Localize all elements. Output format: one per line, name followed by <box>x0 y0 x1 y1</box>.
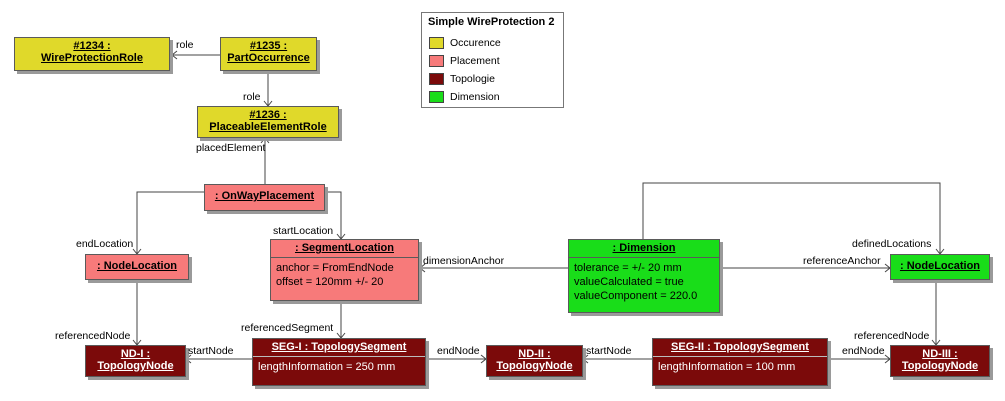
object-node-nd2[interactable]: ND-II : TopologyNode <box>486 345 583 377</box>
legend-item-placement: Placement <box>429 54 500 68</box>
object-segment-location[interactable]: : SegmentLocation anchor = FromEndNode o… <box>270 239 419 301</box>
role-label: definedLocations <box>852 238 932 250</box>
object-title: : Dimension <box>612 242 676 254</box>
arrowhead <box>582 354 589 364</box>
object-dimension[interactable]: : Dimension tolerance = +/- 20 mm valueC… <box>568 239 720 313</box>
object-title: : SegmentLocation <box>294 242 394 254</box>
object-title: : NodeLocation <box>899 260 981 272</box>
attr-length-information: lengthInformation = 250 mm <box>258 361 396 373</box>
role-label: placedElement <box>196 142 266 154</box>
object-id: ND-III : <box>922 348 958 360</box>
object-node-location-right[interactable]: : NodeLocation <box>890 254 990 280</box>
object-on-way-placement[interactable]: : OnWayPlacement <box>204 184 325 211</box>
object-id: #1235 : <box>249 40 288 52</box>
attr-offset: offset = 120mm +/- 20 <box>276 276 384 288</box>
object-part-occurrence[interactable]: #1235 : PartOccurrence <box>220 37 317 71</box>
role-label: referencedNode <box>55 330 131 342</box>
role-label: referencedNode <box>854 330 930 342</box>
role-label: endLocation <box>76 238 134 250</box>
role-label: startLocation <box>273 225 334 237</box>
attr-value-calculated: valueCalculated = true <box>574 276 684 288</box>
object-title: : OnWayPlacement <box>214 190 315 202</box>
legend-item-dimension: Dimension <box>429 90 500 104</box>
object-title: SEG-II : TopologySegment <box>671 341 809 353</box>
object-id: ND-I : <box>120 348 151 360</box>
legend-title: Simple WireProtection 2 <box>428 16 555 28</box>
legend-swatch <box>429 73 444 86</box>
role-label: startNode <box>586 345 632 357</box>
object-title: : NodeLocation <box>96 260 178 272</box>
arrowhead <box>171 50 178 60</box>
attr-tolerance: tolerance = +/- 20 mm <box>574 262 682 274</box>
assoc-owp-nl1 <box>136 191 204 254</box>
assoc-owp-sl <box>325 191 342 239</box>
object-class: TopologyNode <box>97 360 174 372</box>
legend-item-occurence: Occurence <box>429 36 501 50</box>
object-wire-protection-role[interactable]: #1234 : WireProtectionRole <box>14 37 170 71</box>
arrowhead <box>185 354 192 364</box>
object-attributes: anchor = FromEndNode offset = 120mm +/- … <box>271 257 418 289</box>
object-class: TopologyNode <box>496 360 573 372</box>
arrowhead <box>260 137 270 144</box>
arrowhead <box>419 263 426 273</box>
object-node-nd1[interactable]: ND-I : TopologyNode <box>85 345 186 377</box>
role-label: referenceAnchor <box>803 255 881 267</box>
object-class: WireProtectionRole <box>41 52 143 64</box>
legend-swatch <box>429 55 444 68</box>
role-label: startNode <box>188 345 234 357</box>
role-label: role <box>176 39 194 51</box>
object-node-location-left[interactable]: : NodeLocation <box>85 254 189 280</box>
attr-length-information: lengthInformation = 100 mm <box>658 361 796 373</box>
role-label: dimensionAnchor <box>423 255 505 267</box>
attr-value-component: valueComponent = 220.0 <box>574 290 698 302</box>
role-label: endNode <box>437 345 480 357</box>
legend-swatch <box>429 37 444 50</box>
attr-anchor: anchor = FromEndNode <box>276 262 394 274</box>
object-class: TopologyNode <box>901 360 979 372</box>
role-label: role <box>243 91 261 103</box>
legend-swatch <box>429 91 444 104</box>
role-label: endNode <box>842 345 885 357</box>
object-id: ND-II : <box>518 348 551 360</box>
object-placeable-element-role[interactable]: #1236 : PlaceableElementRole <box>197 106 339 138</box>
legend: Simple WireProtection 2 Occurence Placem… <box>421 12 564 108</box>
assoc-dim-nl2-defined <box>642 182 941 254</box>
object-attributes: lengthInformation = 250 mm <box>253 356 425 374</box>
object-attributes: tolerance = +/- 20 mm valueCalculated = … <box>569 257 719 303</box>
object-segment-seg1[interactable]: SEG-I : TopologySegment lengthInformatio… <box>252 338 426 386</box>
object-class: PartOccurrence <box>227 52 310 64</box>
object-class: PlaceableElementRole <box>209 121 327 133</box>
role-label: referencedSegment <box>241 322 334 334</box>
object-segment-seg2[interactable]: SEG-II : TopologySegment lengthInformati… <box>652 338 828 386</box>
legend-item-topologie: Topologie <box>429 72 495 86</box>
object-title: SEG-I : TopologySegment <box>271 341 407 353</box>
object-attributes: lengthInformation = 100 mm <box>653 356 827 374</box>
object-node-nd3[interactable]: ND-III : TopologyNode <box>890 345 990 377</box>
object-id: #1236 : <box>249 109 287 121</box>
object-id: #1234 : <box>73 40 111 52</box>
